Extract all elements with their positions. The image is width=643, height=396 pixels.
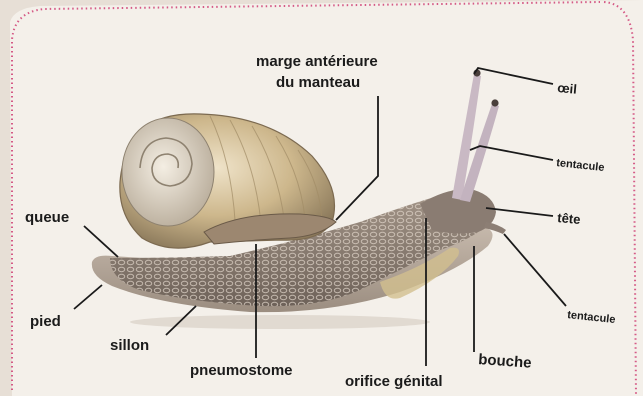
label-queue: queue bbox=[25, 209, 69, 226]
shell-whorl-outer bbox=[122, 118, 214, 226]
eye-dot-2 bbox=[491, 99, 498, 106]
label-pied: pied bbox=[30, 313, 61, 330]
label-sillon: sillon bbox=[110, 337, 149, 354]
label-orifice-genital: orifice génital bbox=[345, 373, 443, 390]
label-marge-line1: marge antérieure bbox=[256, 53, 378, 70]
label-pneumostome: pneumostome bbox=[190, 362, 293, 379]
label-oeil: œil bbox=[557, 80, 578, 97]
label-marge-line2: du manteau bbox=[276, 74, 360, 91]
label-tete: tête bbox=[557, 210, 581, 227]
